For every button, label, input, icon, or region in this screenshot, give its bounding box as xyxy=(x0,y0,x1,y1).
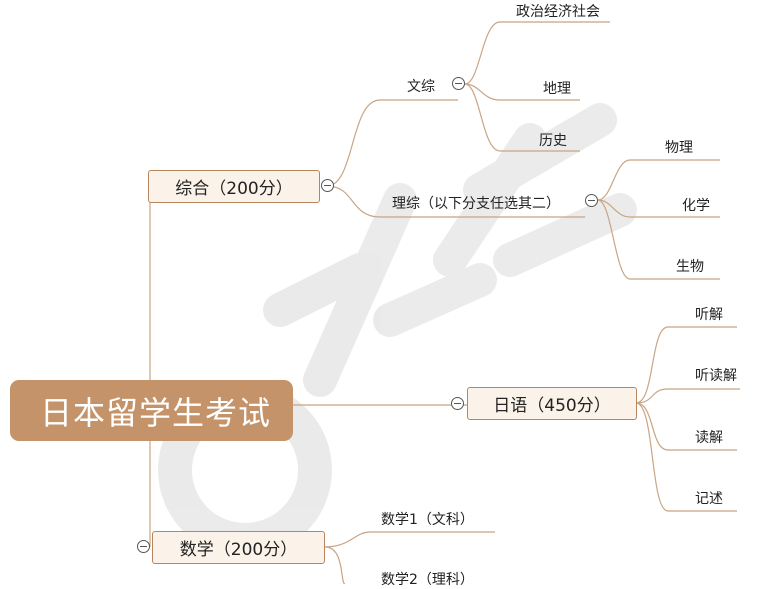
node-math-child[interactable]: 数学1（文科） xyxy=(381,512,474,528)
node-japanese-label: 日语（450分） xyxy=(493,396,611,416)
node-humanities-child[interactable]: 政治经济社会 xyxy=(516,4,600,20)
node-japanese[interactable]: 日语（450分） xyxy=(467,387,637,420)
node-math-child[interactable]: 数学2（理科） xyxy=(381,572,474,588)
node-japanese-child[interactable]: 听读解 xyxy=(695,368,737,384)
node-humanities[interactable]: 文综 xyxy=(407,79,435,95)
collapse-japanese-icon[interactable] xyxy=(451,397,464,410)
node-science-child[interactable]: 生物 xyxy=(676,259,704,275)
node-japanese-child[interactable]: 记述 xyxy=(695,491,723,507)
node-math-label: 数学（200分） xyxy=(179,540,298,560)
node-science[interactable]: 理综（以下分支任选其二） xyxy=(392,196,560,212)
root-label: 日本留学生考试 xyxy=(40,393,272,432)
collapse-math-icon[interactable] xyxy=(137,540,150,553)
collapse-comprehensive-icon[interactable] xyxy=(321,179,334,192)
node-humanities-child[interactable]: 历史 xyxy=(539,133,567,149)
node-science-child[interactable]: 物理 xyxy=(665,140,693,156)
collapse-humanities-icon[interactable] xyxy=(452,77,465,90)
node-science-child[interactable]: 化学 xyxy=(682,198,710,214)
collapse-science-icon[interactable] xyxy=(585,194,598,207)
node-comprehensive[interactable]: 综合（200分） xyxy=(148,170,320,203)
node-japanese-child[interactable]: 读解 xyxy=(695,430,723,446)
node-humanities-child[interactable]: 地理 xyxy=(543,81,571,97)
node-comprehensive-label: 综合（200分） xyxy=(175,179,293,199)
node-math[interactable]: 数学（200分） xyxy=(152,531,325,564)
root-node[interactable]: 日本留学生考试 xyxy=(10,380,293,441)
node-japanese-child[interactable]: 听解 xyxy=(695,307,723,323)
